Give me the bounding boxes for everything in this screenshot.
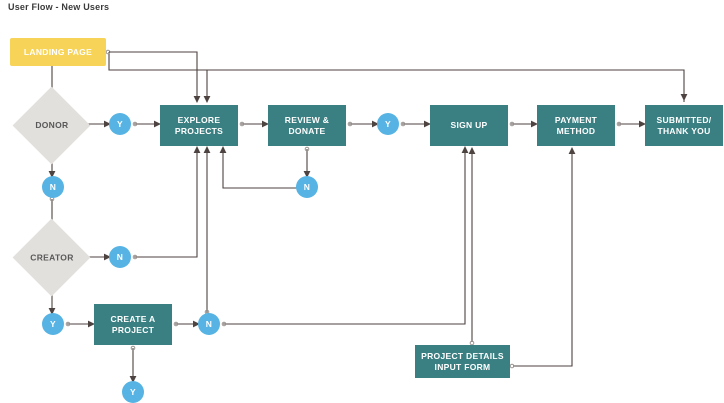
branch-donor-yes[interactable]: Y xyxy=(109,113,131,135)
edge-thanks-landing xyxy=(108,52,685,102)
node-label: SIGN UP xyxy=(450,120,488,131)
branch-creator-no[interactable]: N xyxy=(109,246,131,268)
node-label: N xyxy=(116,251,124,262)
branch-donor-no[interactable]: N xyxy=(42,176,64,198)
node-label: CREATE A PROJECT xyxy=(110,314,156,335)
branch-creator-yes[interactable]: Y xyxy=(42,313,64,335)
node-create-a-project[interactable]: CREATE A PROJECT xyxy=(94,304,172,345)
branch-create-project-no[interactable]: N xyxy=(198,313,220,335)
branch-review-yes[interactable]: Y xyxy=(377,113,399,135)
node-label: Y xyxy=(130,386,136,397)
node-explore-projects[interactable]: EXPLORE PROJECTS xyxy=(160,105,238,146)
node-label: PAYMENT METHOD xyxy=(554,115,598,136)
node-label: CREATOR xyxy=(29,252,74,263)
page-title: User Flow - New Users xyxy=(8,2,110,12)
node-label: LANDING PAGE xyxy=(23,46,93,57)
node-payment-method[interactable]: PAYMENT METHOD xyxy=(537,105,615,146)
edge-n3-explore xyxy=(134,148,198,258)
edge-n2-explore xyxy=(222,148,302,189)
node-label: N xyxy=(205,318,213,329)
node-label: N xyxy=(303,181,311,192)
edge-loop-explore-top xyxy=(206,69,684,102)
edge-payment-details xyxy=(513,148,573,367)
node-label: Y xyxy=(50,318,56,329)
node-project-details-input-form[interactable]: PROJECT DETAILS INPUT FORM xyxy=(415,345,510,378)
node-label: REVIEW & DONATE xyxy=(284,115,330,136)
edge-landing-explore-loop xyxy=(109,51,198,102)
node-label: Y xyxy=(385,118,391,129)
branch-create-project-yes[interactable]: Y xyxy=(122,381,144,403)
edge-n4-signup xyxy=(223,148,466,325)
node-label: Y xyxy=(117,118,123,129)
branch-review-no[interactable]: N xyxy=(296,176,318,198)
node-label: PROJECT DETAILS INPUT FORM xyxy=(421,351,504,372)
node-sign-up[interactable]: SIGN UP xyxy=(430,105,508,146)
node-label: DONOR xyxy=(34,120,69,131)
node-review-donate[interactable]: REVIEW & DONATE xyxy=(268,105,346,146)
node-label: SUBMITTED/ THANK YOU xyxy=(656,115,712,136)
node-landing-page[interactable]: LANDING PAGE xyxy=(10,38,106,66)
node-label: N xyxy=(49,181,57,192)
node-label: EXPLORE PROJECTS xyxy=(174,115,224,136)
node-submitted-thank-you[interactable]: SUBMITTED/ THANK YOU xyxy=(645,105,723,146)
